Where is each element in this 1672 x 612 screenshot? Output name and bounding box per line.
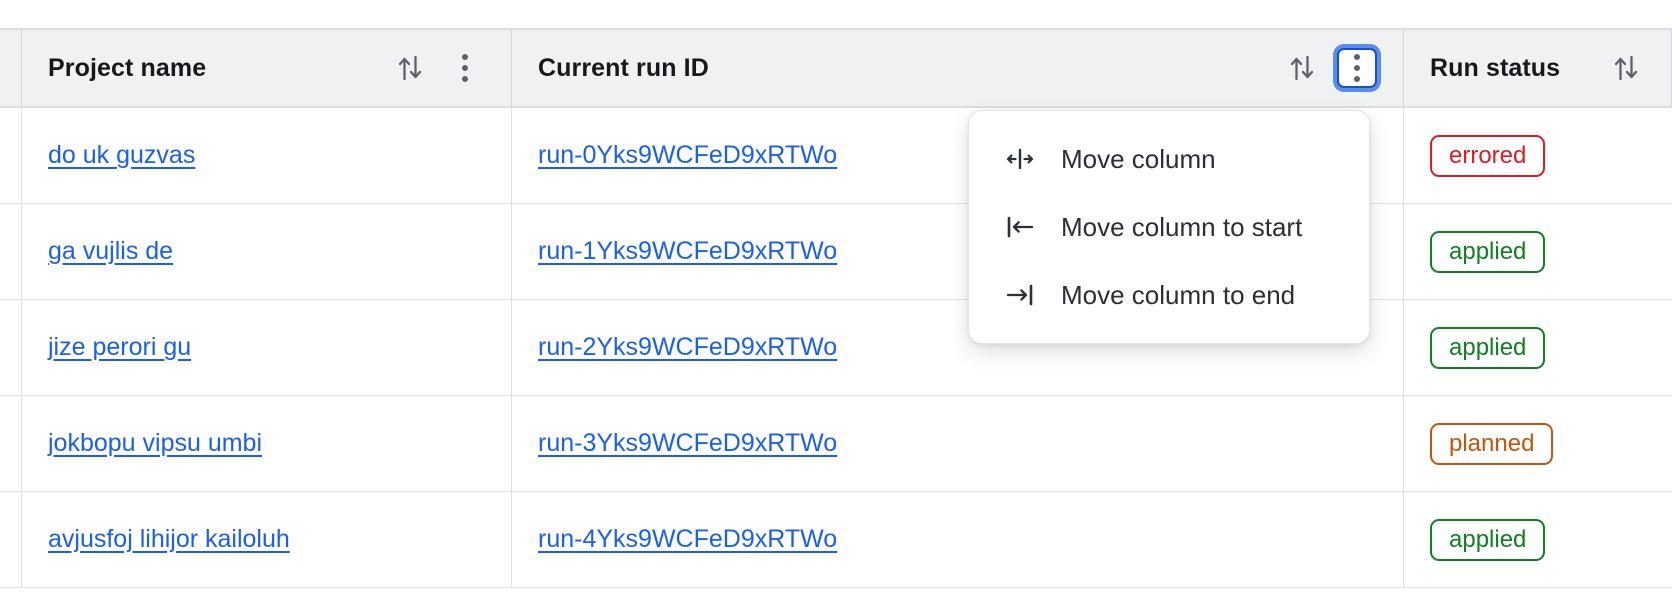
menu-item-move-column-to-end[interactable]: Move column to end <box>969 261 1369 329</box>
row-gutter-cell <box>0 492 22 587</box>
menu-item-label: Move column to start <box>1061 211 1303 242</box>
cell-project-name: do uk guzvas <box>22 108 512 203</box>
cell-project-name: ga vujlis de <box>22 204 512 299</box>
table-body: do uk guzvas run-0Yks9WCFeD9xRTWo errored g… <box>0 108 1672 588</box>
column-header-project-name[interactable]: Project name <box>22 30 512 106</box>
move-column-to-end-icon <box>1005 280 1035 310</box>
run-id-link[interactable]: run-2Yks9WCFeD9xRTWo <box>538 333 838 361</box>
row-gutter-cell <box>0 300 22 395</box>
menu-item-label: Move column to end <box>1061 279 1296 310</box>
menu-item-label: Move column <box>1061 143 1216 174</box>
project-name-link[interactable]: jize perori gu <box>48 333 192 361</box>
column-options-kebab-button-project-name[interactable] <box>445 48 485 88</box>
cell-current-run-id: run-3Yks9WCFeD9xRTWo <box>512 396 1404 491</box>
project-name-link[interactable]: do uk guzvas <box>48 141 196 169</box>
projects-table: Project name Current run ID <box>0 28 1672 588</box>
status-badge: errored <box>1430 134 1546 177</box>
column-header-label: Project name <box>48 53 207 82</box>
column-header-tools <box>1283 48 1377 88</box>
status-badge: applied <box>1430 518 1546 561</box>
cell-current-run-id: run-0Yks9WCFeD9xRTWo <box>512 108 1404 203</box>
column-header-run-status[interactable]: Run status <box>1404 30 1672 106</box>
column-options-menu: Move column Move column to start Move co… <box>968 110 1370 344</box>
cell-run-status: applied <box>1404 300 1672 395</box>
cell-project-name: jokbopu vipsu umbi <box>22 396 512 491</box>
run-id-link[interactable]: run-4Yks9WCFeD9xRTWo <box>538 525 838 553</box>
cell-current-run-id: run-1Yks9WCFeD9xRTWo <box>512 204 1404 299</box>
header-gutter-cell <box>0 30 22 106</box>
table-row: avjusfoj lihijor kailoluh run-4Yks9WCFeD9… <box>0 492 1672 588</box>
table-row: do uk guzvas run-0Yks9WCFeD9xRTWo errored <box>0 108 1672 204</box>
table-row: ga vujlis de run-1Yks9WCFeD9xRTWo applied <box>0 204 1672 300</box>
column-header-tools <box>391 48 485 88</box>
project-name-link[interactable]: jokbopu vipsu umbi <box>48 429 263 457</box>
table-header-row: Project name Current run ID <box>0 30 1672 108</box>
table-row: jokbopu vipsu umbi run-3Yks9WCFeD9xRTWo pl… <box>0 396 1672 492</box>
sort-icon[interactable] <box>1283 49 1321 87</box>
kebab-icon <box>1354 54 1360 82</box>
run-id-link[interactable]: run-1Yks9WCFeD9xRTWo <box>538 237 838 265</box>
table-row: jize perori gu run-2Yks9WCFeD9xRTWo applie… <box>0 300 1672 396</box>
cell-run-status: applied <box>1404 204 1672 299</box>
cell-run-status: planned <box>1404 396 1672 491</box>
status-badge: applied <box>1430 326 1546 369</box>
menu-item-move-column[interactable]: Move column <box>969 125 1369 193</box>
cell-run-status: applied <box>1404 492 1672 587</box>
status-badge: applied <box>1430 230 1546 273</box>
run-id-link[interactable]: run-3Yks9WCFeD9xRTWo <box>538 429 838 457</box>
status-badge: planned <box>1430 422 1554 465</box>
cell-current-run-id: run-2Yks9WCFeD9xRTWo <box>512 300 1404 395</box>
cell-current-run-id: run-4Yks9WCFeD9xRTWo <box>512 492 1404 587</box>
move-column-to-start-icon <box>1005 212 1035 242</box>
project-name-link[interactable]: ga vujlis de <box>48 237 174 265</box>
menu-item-move-column-to-start[interactable]: Move column to start <box>969 193 1369 261</box>
run-id-link[interactable]: run-0Yks9WCFeD9xRTWo <box>538 141 838 169</box>
move-column-icon <box>1005 144 1035 174</box>
cell-project-name: jize perori gu <box>22 300 512 395</box>
column-header-current-run-id[interactable]: Current run ID <box>512 30 1404 106</box>
column-header-tools <box>1607 49 1645 87</box>
cell-run-status: errored <box>1404 108 1672 203</box>
row-gutter-cell <box>0 108 22 203</box>
row-gutter-cell <box>0 396 22 491</box>
kebab-icon <box>462 54 468 82</box>
column-header-label: Current run ID <box>538 53 709 82</box>
project-name-link[interactable]: avjusfoj lihijor kailoluh <box>48 525 290 553</box>
column-header-label: Run status <box>1430 53 1561 82</box>
cell-project-name: avjusfoj lihijor kailoluh <box>22 492 512 587</box>
row-gutter-cell <box>0 204 22 299</box>
column-options-kebab-button-current-run-id[interactable] <box>1337 48 1377 88</box>
sort-icon[interactable] <box>1607 49 1645 87</box>
sort-icon[interactable] <box>391 49 429 87</box>
